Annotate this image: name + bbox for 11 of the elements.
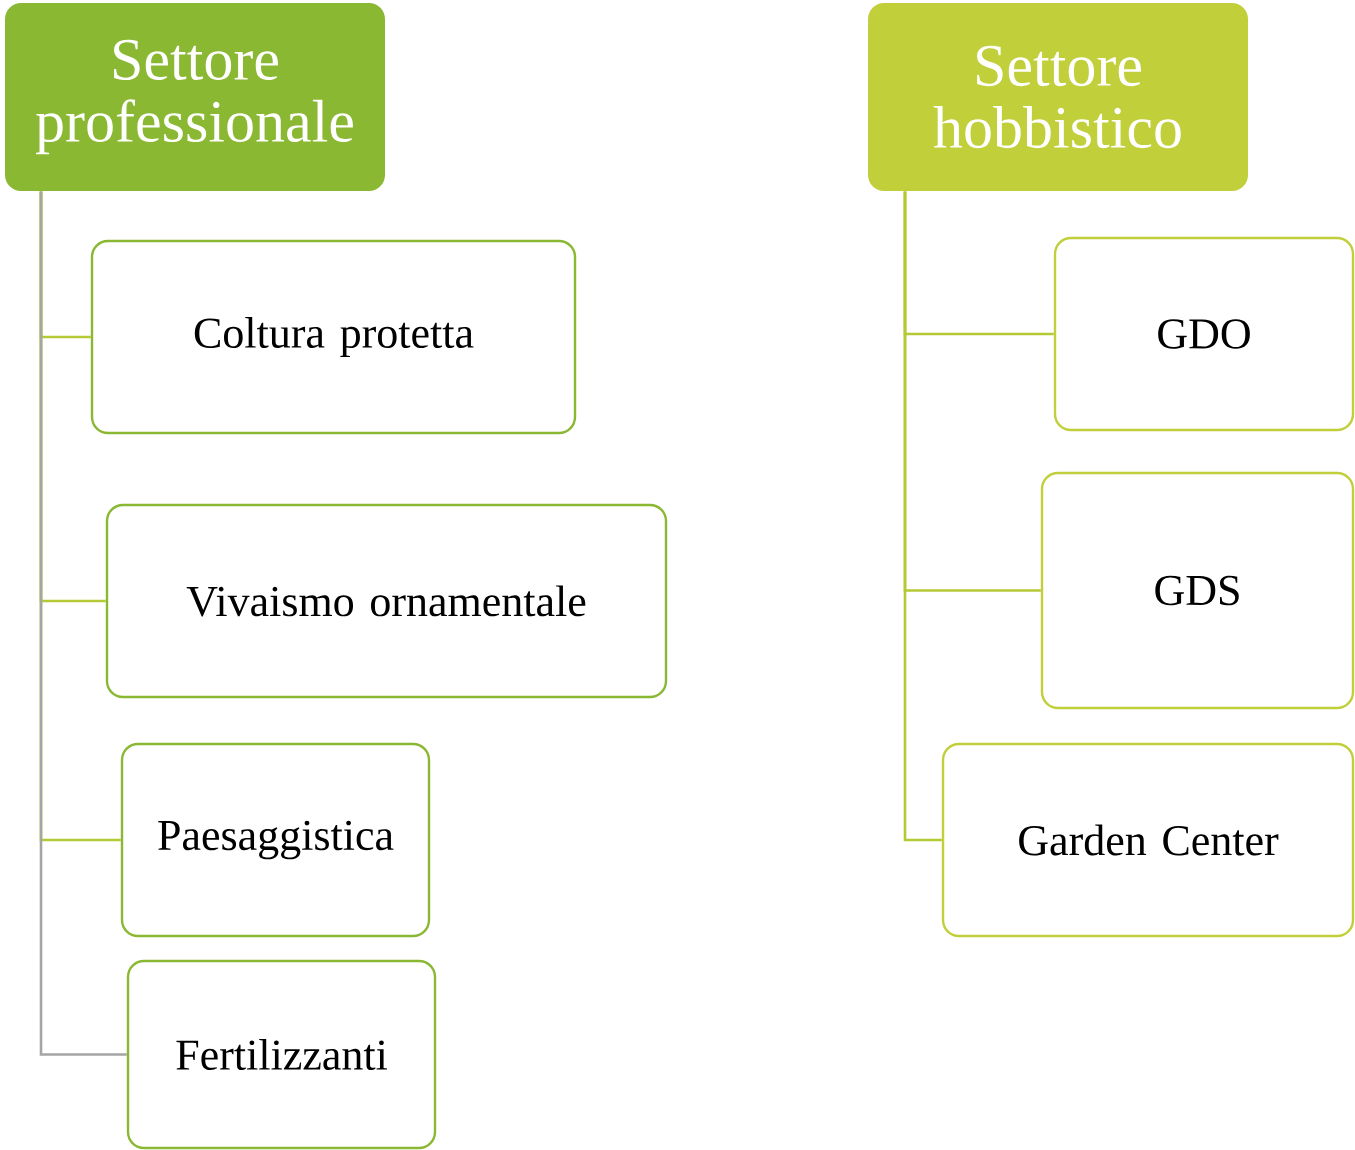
category-box: Paesaggistica bbox=[120, 742, 431, 938]
connector-line bbox=[903, 191, 942, 842]
category-box: GDO bbox=[1053, 236, 1355, 432]
category-box: Fertilizzanti bbox=[126, 959, 437, 1150]
category-box: Vivaismo ornamentale bbox=[105, 503, 668, 699]
category-box: Coltura protetta bbox=[90, 239, 577, 435]
category-box: GDS bbox=[1040, 471, 1355, 710]
heading-box: Settore professionale bbox=[5, 3, 385, 191]
category-box: Garden Center bbox=[941, 742, 1355, 938]
connector-line bbox=[39, 191, 127, 1056]
heading-box: Settore hobbistico bbox=[868, 3, 1248, 191]
